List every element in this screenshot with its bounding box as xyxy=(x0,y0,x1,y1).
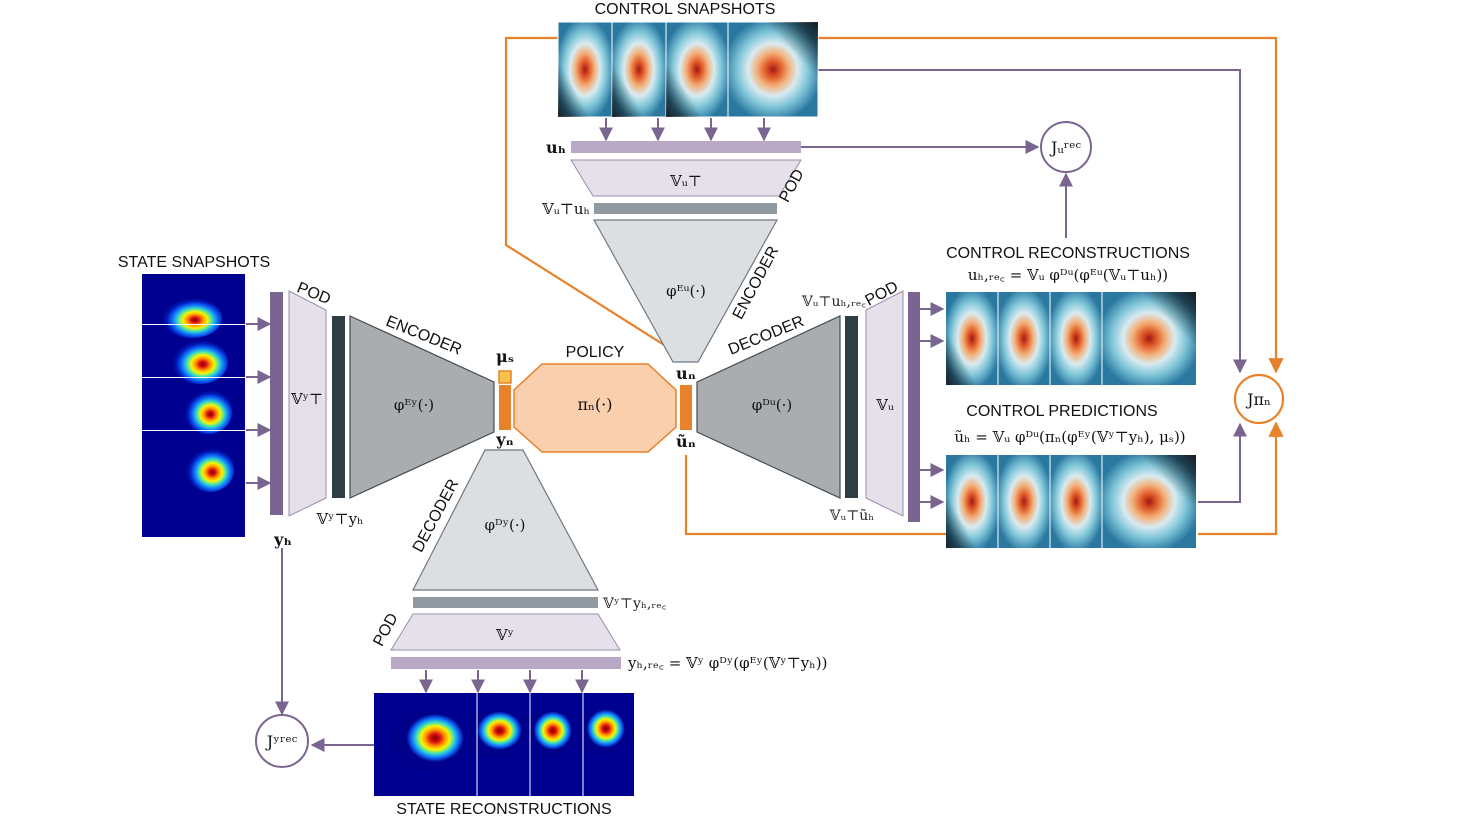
pod-top-block xyxy=(570,159,802,197)
vy-t-yh-bar xyxy=(332,316,345,498)
vu-t-utilde-h-label: 𝕍ᵤ⊤ũₕ xyxy=(829,508,875,524)
pod-right-block xyxy=(865,290,904,517)
state-reconstruction-images xyxy=(374,693,634,796)
y-N-bar xyxy=(499,385,511,430)
control-reconstructions-equation: uₕ,ᵣₑ꜀ = 𝕍ᵤ φᴰᵘ(φᴱᵘ(𝕍ᵤ⊤uₕ)) xyxy=(968,266,1168,284)
control-snapshots-title: CONTROL SNAPSHOTS xyxy=(595,1,776,18)
predictions-to-J-pi-purple-line xyxy=(1198,422,1247,503)
state-encoder-block xyxy=(349,315,495,499)
control-predictions-equation: ũₕ = 𝕍ᵤ φᴰᵘ(πₙ(φᴱʸ(𝕍ʸ⊤yₕ), μₛ)) xyxy=(954,428,1185,446)
control-reconstruction-images xyxy=(946,292,1196,385)
mu-s-label: μₛ xyxy=(496,347,514,366)
J-rec-y-label: Jʸʳᵉᶜ xyxy=(265,732,298,751)
control-decoder-label: φᴰᵘ(·) xyxy=(752,396,793,414)
policy-block xyxy=(513,363,677,453)
state-snapshot-images xyxy=(142,274,245,537)
vu-t-uh-rec-label: 𝕍ᵤ⊤uₕ,ᵣₑ꜀ xyxy=(801,294,866,310)
vu-t-uh-rec-bar xyxy=(845,316,858,498)
control-predictions-title: CONTROL PREDICTIONS xyxy=(966,403,1157,420)
state-snapshots-title: STATE SNAPSHOTS xyxy=(118,254,270,271)
state-decoder-label: φᴰʸ(·) xyxy=(485,516,526,534)
u-N-bar xyxy=(680,385,692,430)
control-prediction-images xyxy=(946,455,1196,548)
y-h-bar xyxy=(270,292,283,515)
pod-left-block xyxy=(288,290,327,517)
predictions-to-J-pi-line xyxy=(1198,421,1284,536)
pod-left-label: 𝕍ʸ⊤ xyxy=(290,390,323,408)
y-h-label: yₕ xyxy=(273,530,292,549)
control-snapshot-images xyxy=(557,21,819,118)
J-pi-N-circle xyxy=(1233,373,1285,425)
pod-bottom-label: 𝕍ʸ xyxy=(495,626,514,644)
utilde-to-predictions-line xyxy=(684,455,946,536)
control-encoder-block xyxy=(592,219,779,363)
snapshots-to-J-pi-line xyxy=(818,69,1247,374)
policy-title: POLICY xyxy=(566,344,625,361)
y-h-rec-bar xyxy=(391,657,621,669)
vy-t-yh-label: 𝕍ʸ⊤yₕ xyxy=(315,510,363,528)
vy-t-yh-rec-label: 𝕍ʸ⊤yₕ,ᵣₑ꜀ xyxy=(602,596,667,612)
pod-right-label: 𝕍ᵤ xyxy=(875,396,894,414)
u-N-label: uₙ xyxy=(676,364,696,383)
u-h-bar xyxy=(571,141,801,153)
u-tilde-N-label: ũₙ xyxy=(676,432,696,451)
control-snapshots-to-J-pi-line xyxy=(818,36,1284,374)
u-h-label: uₕ xyxy=(546,138,566,157)
J-pi-N-label: Jπₙ xyxy=(1245,390,1271,409)
orange-connections xyxy=(504,36,1284,536)
control-snapshots-to-uN-line xyxy=(504,36,681,356)
J-rec-y-circle xyxy=(255,714,309,768)
control-encoder-label: φᴱᵘ(·) xyxy=(666,282,706,300)
pod-bottom-block xyxy=(390,613,621,651)
state-decoder-block xyxy=(412,449,600,591)
J-rec-u-circle xyxy=(1040,121,1092,173)
purple-connections xyxy=(246,69,1247,752)
vy-t-yh-rec-bar xyxy=(413,597,598,608)
state-reconstructions-equation: yₕ,ᵣₑ꜀ = 𝕍ʸ φᴰʸ(φᴱʸ(𝕍ʸ⊤yₕ)) xyxy=(627,654,827,672)
control-decoder-block xyxy=(696,315,841,499)
policy-label: πₙ(·) xyxy=(577,395,612,414)
vu-t-uh-label: 𝕍ᵤ⊤uₕ xyxy=(541,200,590,218)
control-reconstructions-title: CONTROL RECONSTRUCTIONS xyxy=(946,245,1190,262)
J-rec-u-label: Jᵤʳᵉᶜ xyxy=(1049,138,1082,157)
y-N-label: yₙ xyxy=(495,430,514,449)
vu-t-uh-bar xyxy=(594,203,777,214)
u-output-bar xyxy=(908,292,920,522)
mu-s-box xyxy=(498,370,512,384)
state-encoder-label: φᴱʸ(·) xyxy=(394,396,434,414)
pod-top-label: 𝕍ᵤ⊤ xyxy=(669,172,702,190)
state-reconstructions-title: STATE RECONSTRUCTIONS xyxy=(396,801,611,818)
